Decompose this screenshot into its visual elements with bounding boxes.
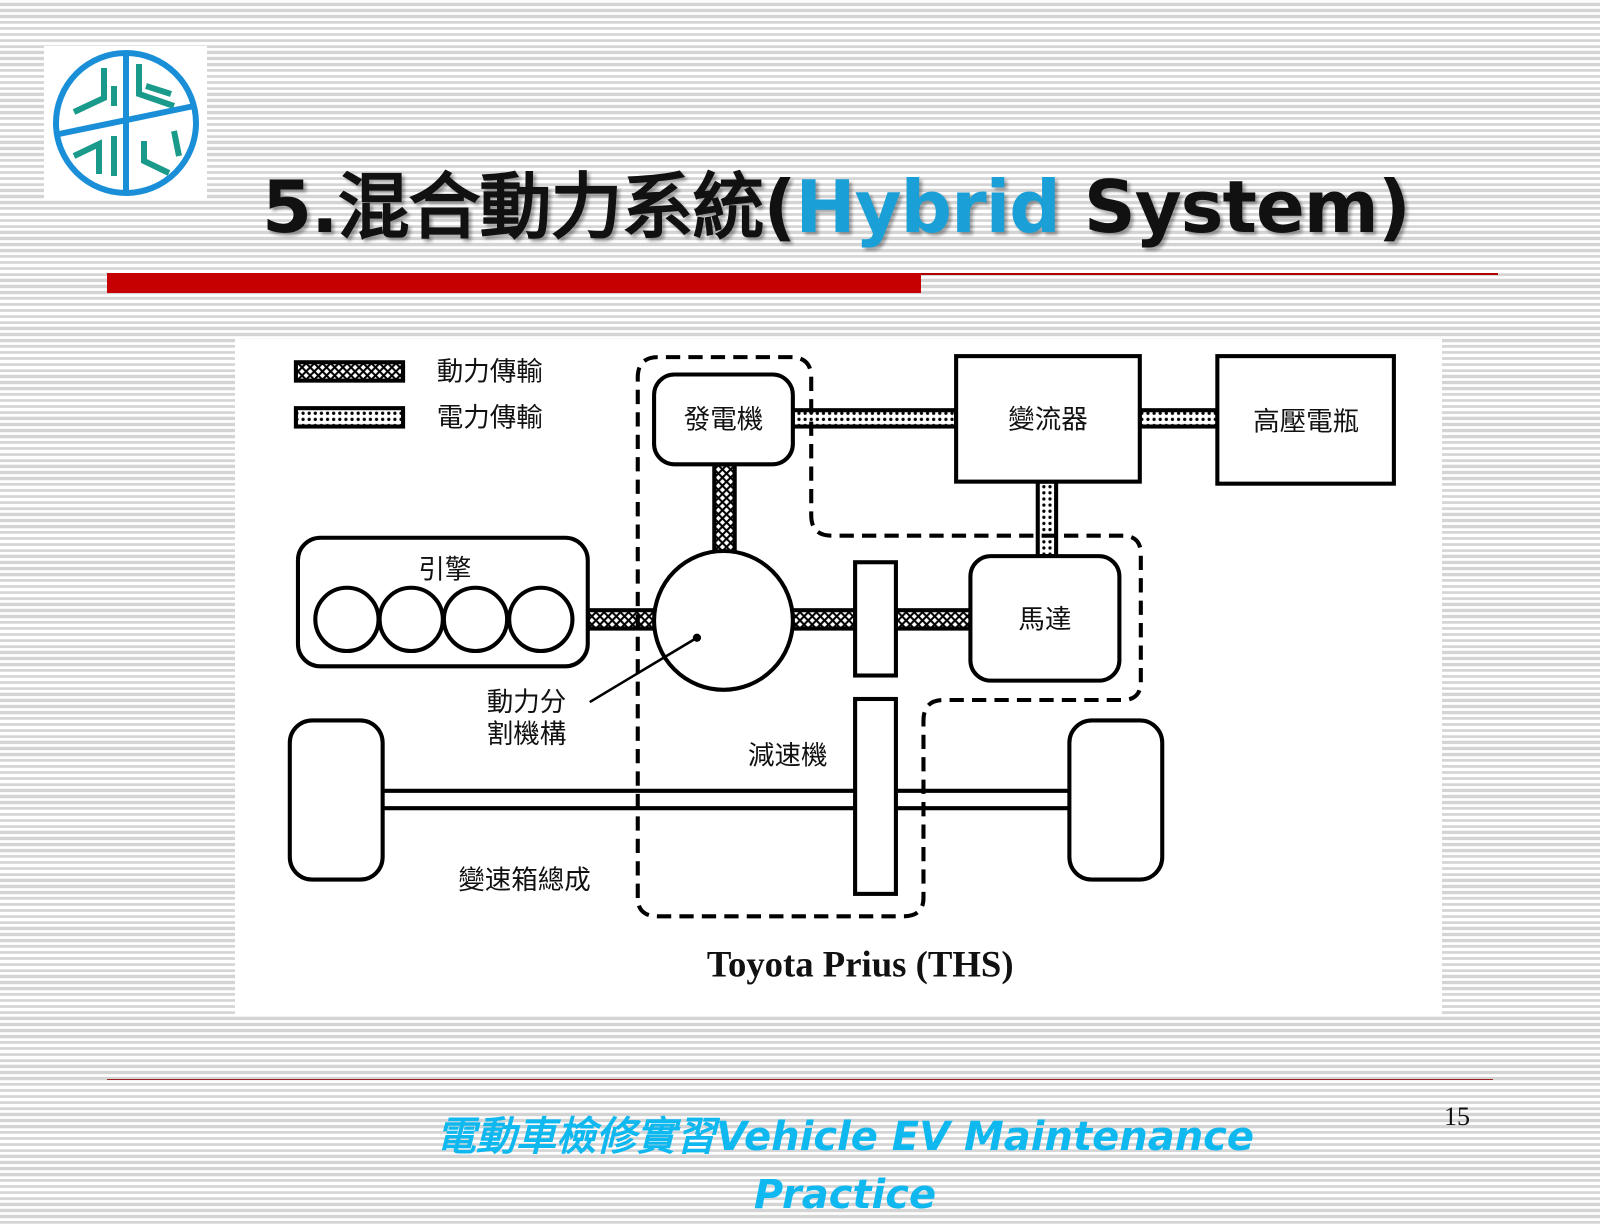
power-split-label-1: 動力分: [487, 687, 567, 718]
legend-electrical-label: 電力傳輸: [437, 403, 543, 434]
title-rule-thick: [107, 273, 921, 293]
title-suffix-text: System): [1059, 165, 1411, 249]
slide-title: 5.混合動力系統(Hybrid System): [262, 148, 1411, 253]
power-split-device: [652, 548, 795, 692]
footer-line-1: 電動車檢修實習Vehicle EV Maintenance: [435, 1114, 1255, 1160]
link-inverter-motor: [1035, 479, 1059, 559]
school-logo: [44, 46, 207, 199]
motor-box: [968, 554, 1122, 683]
right-wheel: [1067, 718, 1165, 882]
legend-mechanical-label: 動力傳輸: [437, 357, 543, 388]
page-number: 15: [1444, 1102, 1470, 1131]
transaxle-boundary: [635, 355, 1143, 919]
footer-text: 電動車檢修實習Vehicle EV Maintenance Practice: [300, 1108, 1390, 1224]
link-psd-reducer: [789, 608, 858, 631]
logo-emblem-icon: [53, 50, 199, 196]
generator-box: [652, 372, 795, 467]
power-split-label-2: 割機構: [487, 719, 567, 750]
link-engine-psd: [585, 608, 658, 631]
reducer-label: 減速機: [748, 740, 828, 771]
left-wheel: [287, 718, 385, 882]
footer-rule: [107, 1079, 1493, 1080]
link-inverter-battery: [1137, 408, 1220, 429]
motor-label: 馬達: [1018, 605, 1071, 636]
title-accent-text: Hybrid: [795, 165, 1060, 249]
link-gen-inverter: [790, 408, 959, 429]
title-text: 5.混合動力系統(: [262, 165, 796, 249]
inverter-label: 變流器: [1008, 405, 1088, 436]
battery-label: 高壓電瓶: [1253, 407, 1359, 438]
reducer-upper: [853, 560, 898, 678]
engine-label: 引擎: [418, 555, 471, 586]
generator-label: 發電機: [684, 405, 764, 436]
battery-box: [1215, 354, 1396, 486]
legend-mechanical-swatch: [293, 360, 406, 383]
legend-electrical-swatch: [293, 406, 406, 429]
diagram-caption: Toyota Prius (THS): [707, 944, 1014, 985]
link-gen-psd: [712, 462, 737, 559]
footer-line-2: Practice: [753, 1172, 937, 1218]
reducer-lower: [853, 696, 898, 896]
transaxle-label: 變速箱總成: [458, 865, 591, 896]
inverter-box: [954, 354, 1142, 484]
link-reducer-motor: [893, 608, 974, 631]
engine-box: [295, 535, 590, 669]
